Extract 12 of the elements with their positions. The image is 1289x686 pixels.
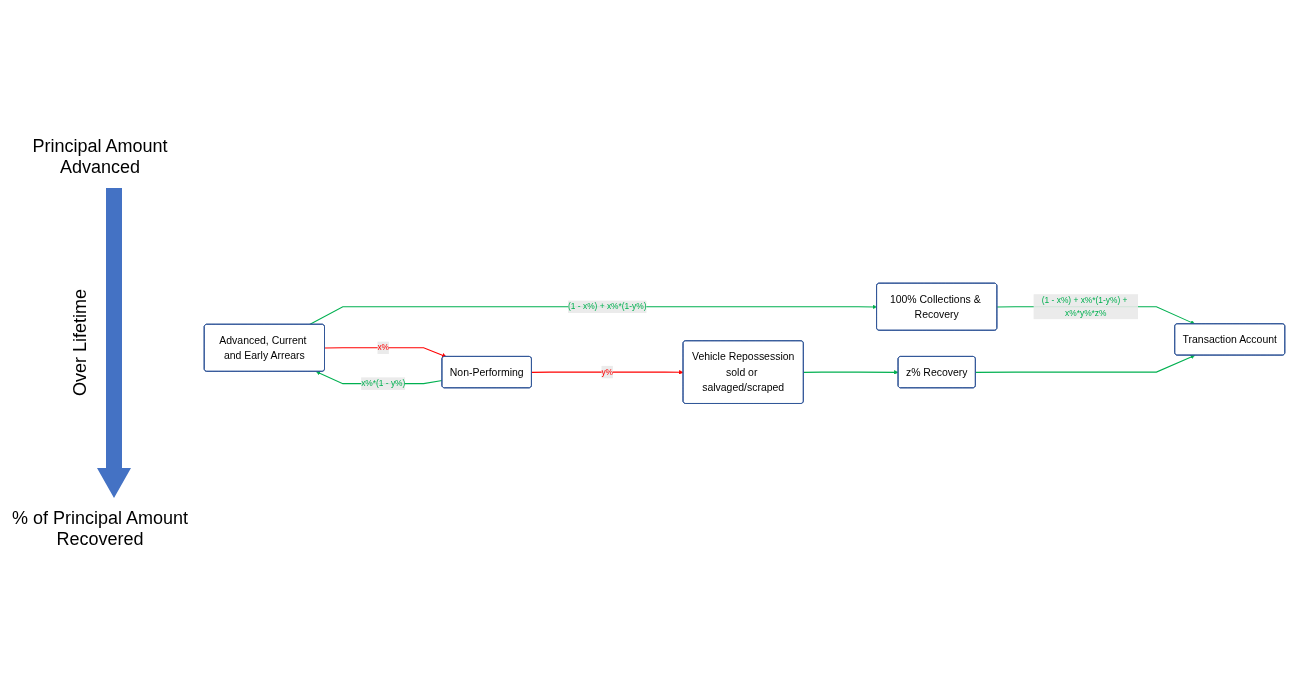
- arrow: [324, 346, 447, 357]
- arrow: [803, 369, 899, 375]
- edge-label: (1 - x%) + x%*(1-y%) + x%*y%*z%: [1041, 295, 1128, 317]
- edge-label: y%: [601, 367, 614, 376]
- arrow: [531, 369, 684, 375]
- edge-label: x%: [377, 342, 390, 352]
- edge-label: (1 - x%) + x%*(1-y%): [568, 301, 647, 311]
- axis-end-label: % of Principal Amount Recovered: [10, 508, 190, 550]
- edge-label: x%*(1 - y%): [361, 378, 406, 388]
- axis-start-label: Principal Amount Advanced: [31, 136, 169, 178]
- arrow: [975, 354, 1195, 373]
- arrow-caption: Over Lifetime: [69, 289, 91, 397]
